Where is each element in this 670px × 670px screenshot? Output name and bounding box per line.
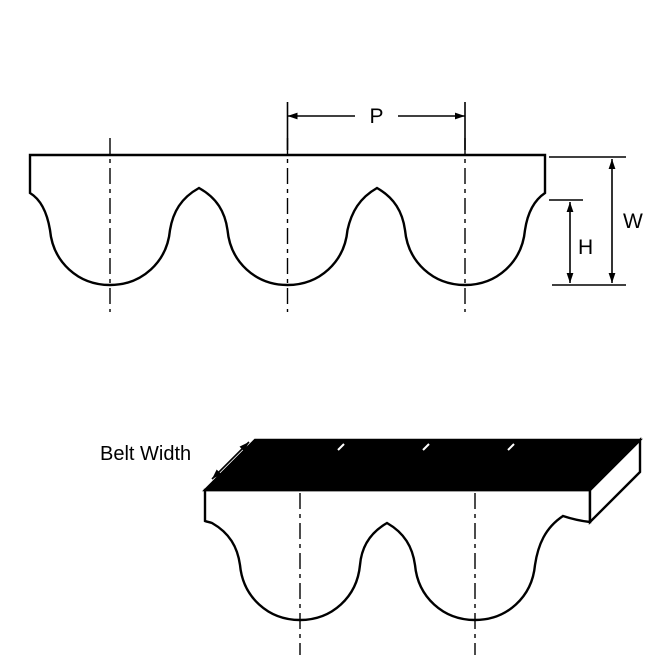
belt-width-annotation: Belt Width bbox=[100, 441, 250, 480]
belt-front-face-profile bbox=[203, 488, 592, 622]
belt-top-face bbox=[202, 438, 643, 492]
tooth-height-label: H bbox=[578, 236, 593, 259]
belt-width-arrow bbox=[211, 441, 250, 480]
pitch-dimension: P bbox=[286, 102, 466, 150]
top-face-tick-2 bbox=[422, 443, 430, 451]
belt-cross-section-view: P W H bbox=[28, 102, 643, 312]
tooth-height-dimension: H bbox=[549, 199, 593, 283]
top-face-tick-1 bbox=[337, 443, 345, 451]
pitch-label: P bbox=[369, 105, 383, 128]
belt-isometric-view: Belt Width bbox=[100, 437, 643, 655]
thickness-label: W bbox=[623, 210, 643, 233]
belt-width-label: Belt Width bbox=[100, 443, 191, 465]
top-face-tick-3 bbox=[507, 443, 515, 451]
thickness-dimension: W bbox=[549, 156, 643, 286]
